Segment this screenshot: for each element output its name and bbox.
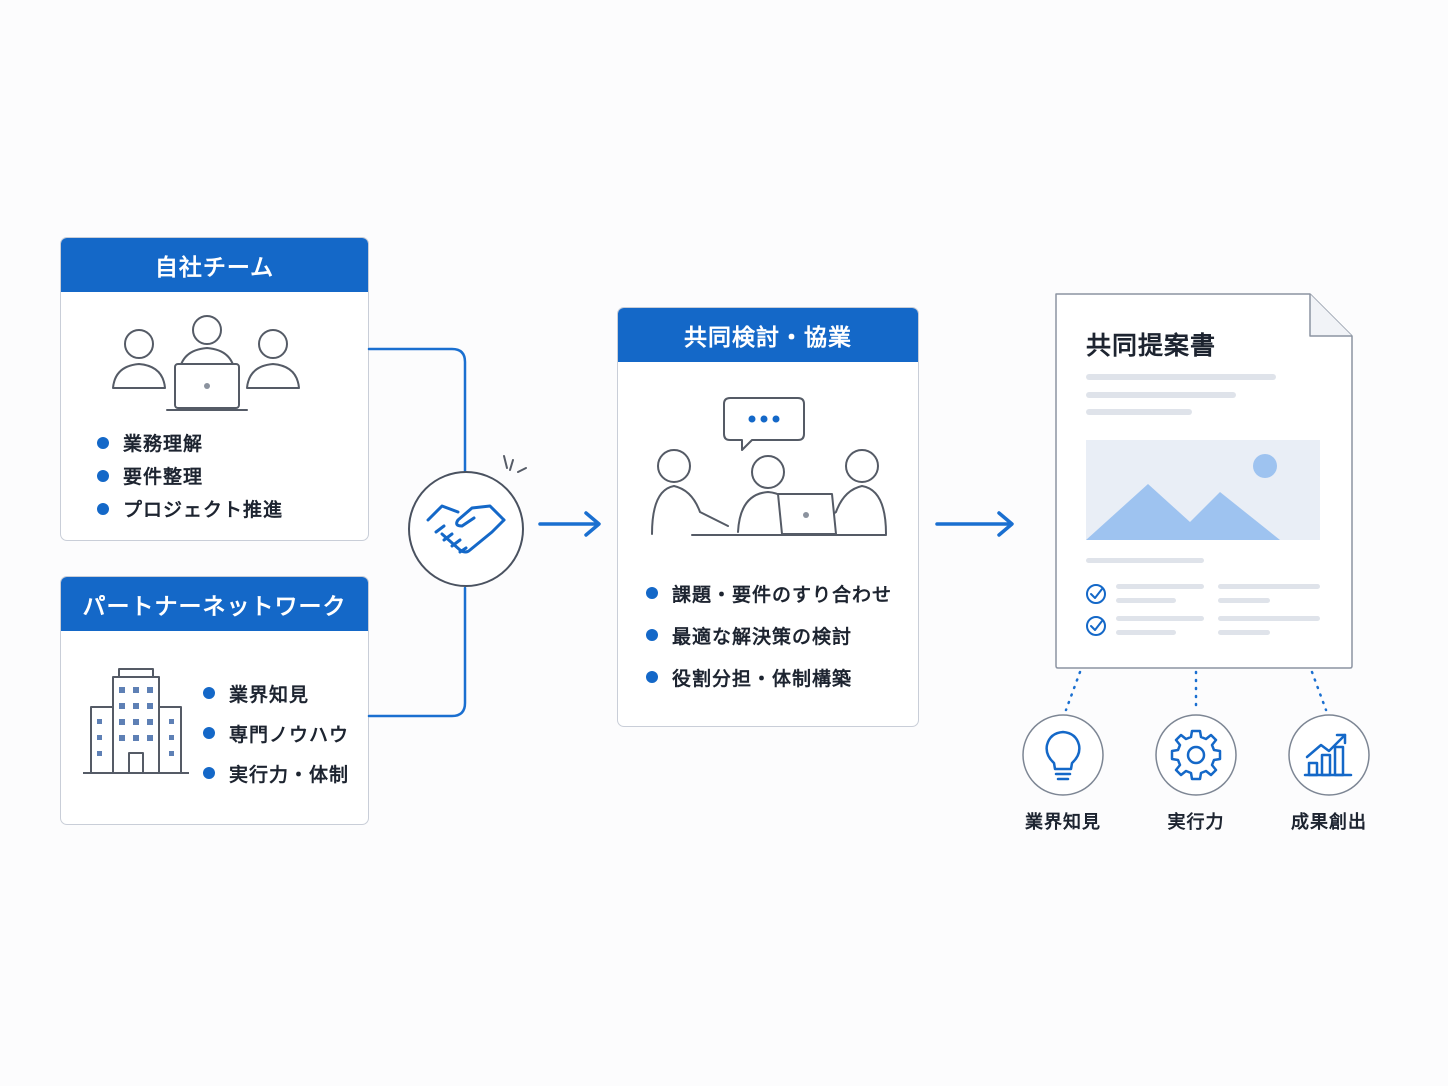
handshake-icon <box>408 455 527 587</box>
lightbulb-icon <box>1022 714 1104 796</box>
gear-icon <box>1155 714 1237 796</box>
collaboration-card: 共同検討・協業 課題・要件のすり合わせ 最適な解決策の検討 役割分担・体制構築 <box>617 307 919 727</box>
meeting-discussion-icon <box>651 397 887 536</box>
list-item: 業界知見 <box>203 673 349 713</box>
outcome-label-results: 成果創出 <box>1291 812 1367 833</box>
outcome-label-execution: 実行力 <box>1167 812 1225 833</box>
list-item: 業務理解 <box>97 426 283 459</box>
list-item: 専門ノウハウ <box>203 713 349 753</box>
list-item: プロジェクト推進 <box>97 492 283 525</box>
proposal-document <box>1055 293 1353 669</box>
proposal-title: 共同提案書 <box>1086 331 1217 360</box>
own-team-title: 自社チーム <box>61 238 368 292</box>
partner-network-title: パートナーネットワーク <box>61 577 368 631</box>
partner-network-list: 業界知見 専門ノウハウ 実行力・体制 <box>203 673 349 793</box>
list-item: 役割分担・体制構築 <box>646 656 892 698</box>
collaboration-title: 共同検討・協業 <box>618 308 918 362</box>
collaboration-list: 課題・要件のすり合わせ 最適な解決策の検討 役割分担・体制構築 <box>646 572 892 698</box>
arrow-right-icon <box>538 511 601 537</box>
arrow-right-icon <box>935 511 1014 537</box>
list-item: 最適な解決策の検討 <box>646 614 892 656</box>
own-team-list: 業務理解 要件整理 プロジェクト推進 <box>97 426 283 525</box>
office-building-icon <box>83 668 189 774</box>
growth-chart-icon <box>1288 714 1370 796</box>
team-with-laptop-icon <box>112 315 300 411</box>
list-item: 実行力・体制 <box>203 753 349 793</box>
list-item: 課題・要件のすり合わせ <box>646 572 892 614</box>
own-team-card: 自社チーム 業務理解 要件整理 プロジェクト推進 <box>60 237 369 541</box>
list-item: 要件整理 <box>97 459 283 492</box>
outcome-label-industry-knowledge: 業界知見 <box>1025 812 1101 833</box>
partner-network-card: パートナーネットワーク 業界知見 専門ノウハウ 実行力・体制 <box>60 576 369 825</box>
